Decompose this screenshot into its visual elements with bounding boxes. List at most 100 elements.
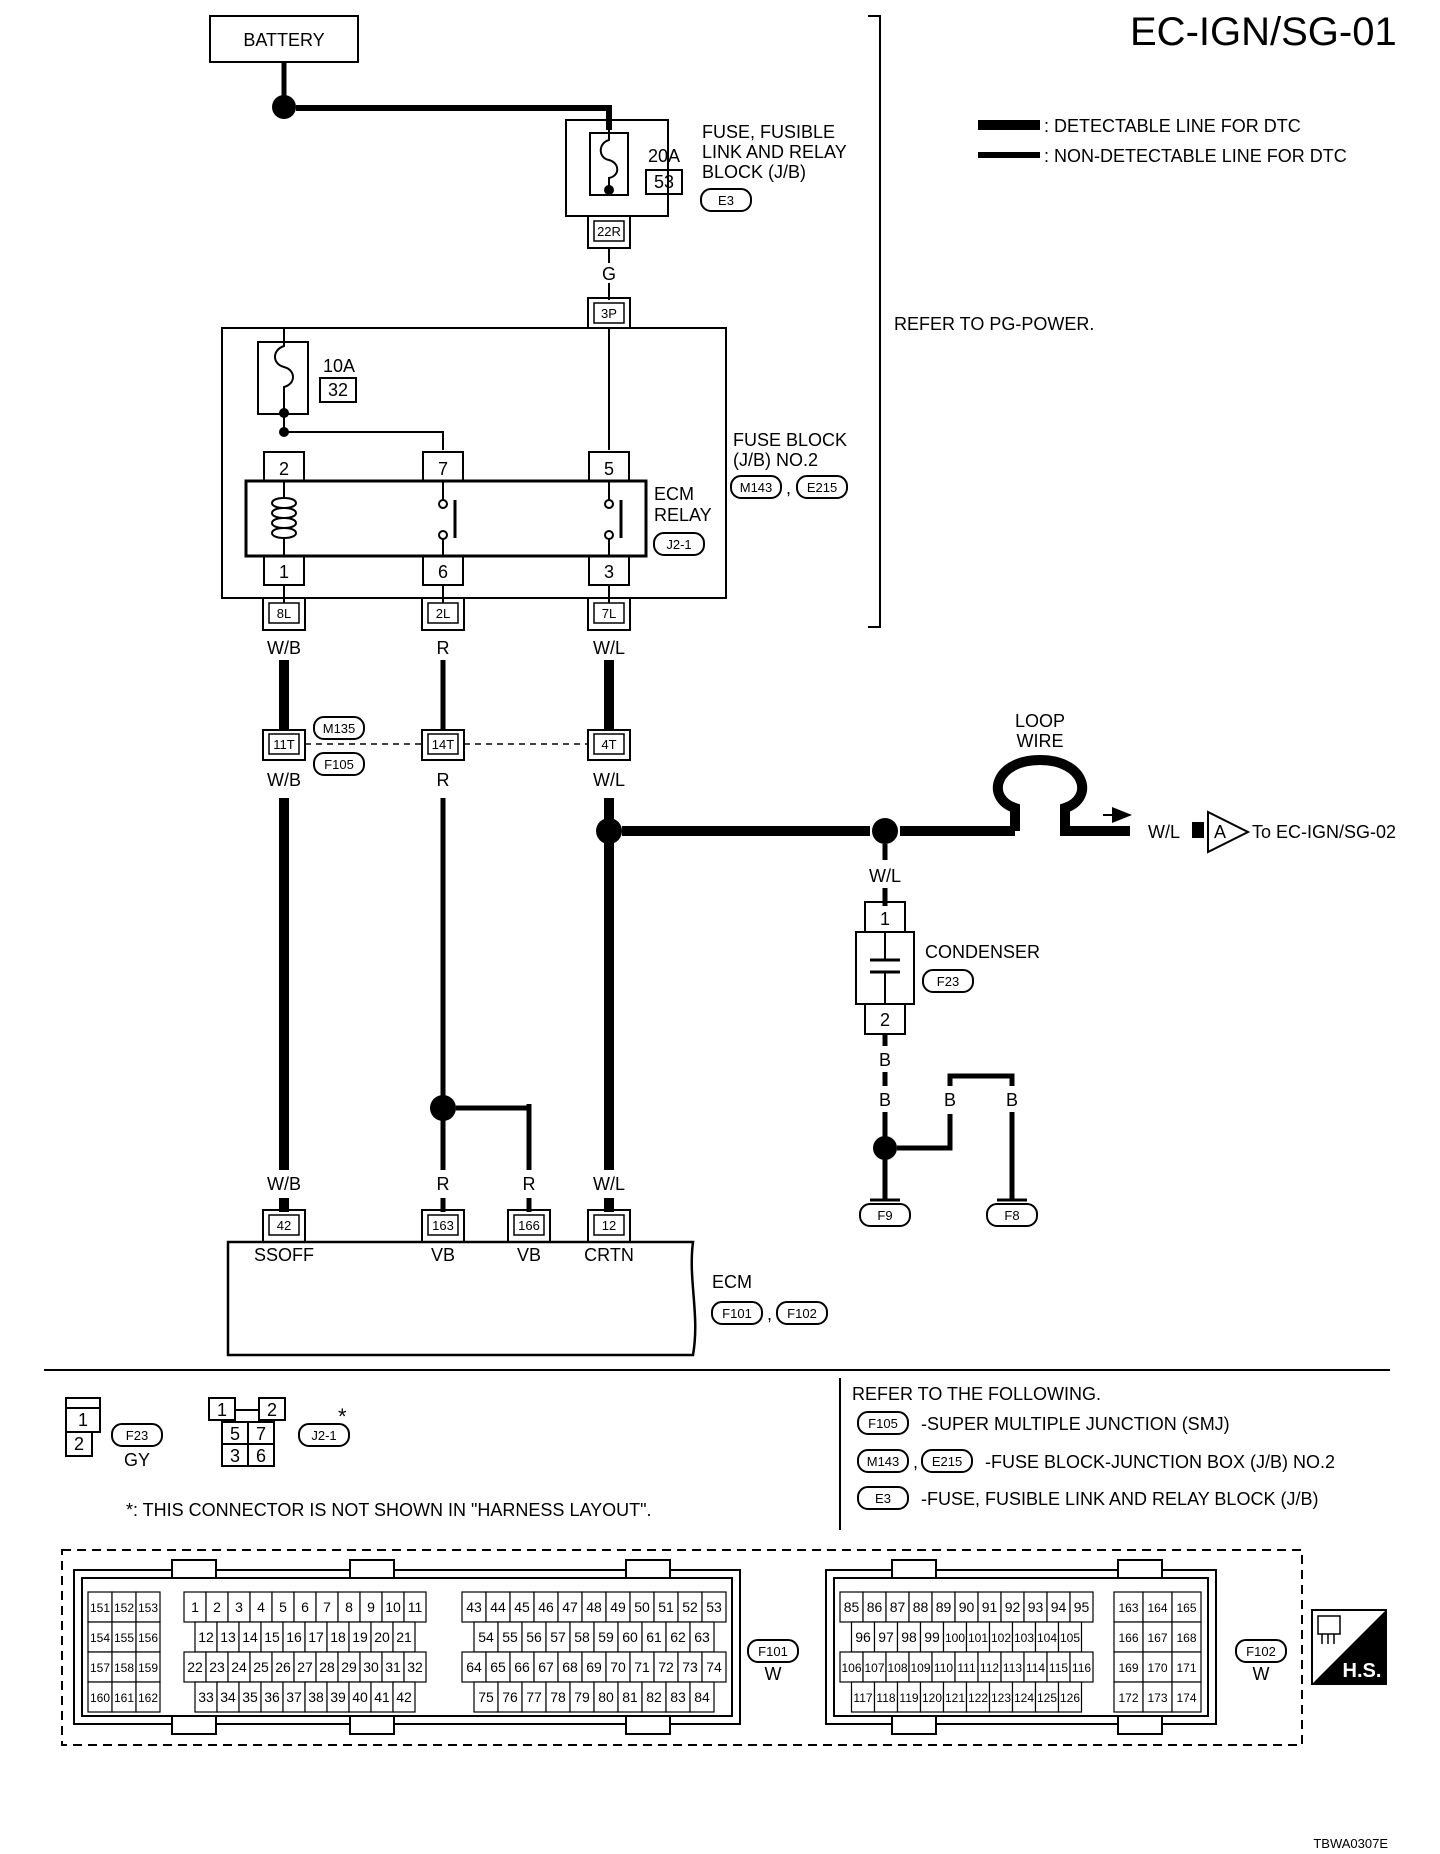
splice-vb (430, 1095, 456, 1121)
svg-text:F23: F23 (126, 1428, 148, 1443)
splice-ground (873, 1136, 897, 1160)
f101-pin-cell (135, 1681, 161, 1713)
fuse-link-block: 20A 53 FUSE, FUSIBLE LINK AND RELAY BLOC… (565, 119, 847, 249)
figure-code: TBWA0307E (1313, 1836, 1388, 1851)
f101-pin-cell (665, 1681, 691, 1713)
svg-text:2: 2 (74, 1434, 84, 1454)
ecm-connectors-frame (61, 1549, 1303, 1746)
f101-pin-cell (461, 1651, 487, 1683)
f101-pin-label: 84 (694, 1689, 710, 1705)
svg-text:RELAY: RELAY (654, 505, 712, 525)
f101-pin-label: 160 (90, 1691, 110, 1705)
f101-pin-label: 79 (574, 1689, 590, 1705)
f101-pin-label: 161 (114, 1691, 134, 1705)
svg-text:166: 166 (518, 1218, 540, 1233)
f102-pin-label: 120 (922, 1691, 942, 1705)
ground-f8: F8 (986, 1198, 1038, 1227)
svg-text:,: , (786, 478, 791, 498)
svg-text:F101: F101 (722, 1306, 752, 1321)
f101-pin-label: 16 (286, 1629, 302, 1645)
f101-pin-cell (629, 1591, 655, 1623)
f101-pin-label: 83 (670, 1689, 686, 1705)
f102-pin-cell (1171, 1681, 1202, 1713)
f101-pin-cell (545, 1681, 571, 1713)
f101-pin-label: 29 (341, 1659, 357, 1675)
f101-pin-label: 43 (466, 1599, 482, 1615)
f101-pin-cell (641, 1621, 667, 1653)
f102-pin-label: 163 (1118, 1601, 1138, 1615)
svg-text:H.S.: H.S. (1343, 1660, 1382, 1682)
svg-text:A: A (1214, 822, 1226, 842)
svg-text:J2-1: J2-1 (311, 1428, 336, 1443)
f102-pin-label: 118 (876, 1691, 895, 1705)
svg-text:E215: E215 (932, 1454, 962, 1469)
svg-text:7L: 7L (602, 606, 616, 621)
f101-pin-label: 63 (694, 1629, 710, 1645)
svg-text:BATTERY: BATTERY (243, 30, 324, 50)
f101-pin-cell (497, 1681, 523, 1713)
ecm-relay: 2 7 5 1 6 3 ECM RELAY J2-1 (244, 451, 712, 586)
svg-text:E3: E3 (718, 193, 734, 208)
f102-pin-label: 93 (1028, 1599, 1044, 1615)
svg-text:163: 163 (432, 1218, 454, 1233)
svg-text:F105: F105 (324, 757, 354, 772)
f102-pin-label: 116 (1072, 1661, 1091, 1675)
wire-label-wb-2: W/B (267, 770, 301, 790)
svg-text:W/L: W/L (1148, 822, 1180, 842)
f101-pin-label: 65 (490, 1659, 506, 1675)
legend-detectable: : DETECTABLE LINE FOR DTC (1044, 116, 1301, 136)
f101-pin-label: 13 (220, 1629, 236, 1645)
f102-pin-cell (1113, 1621, 1144, 1653)
f102-pin-label: 173 (1147, 1691, 1167, 1705)
f101-pin-label: 41 (374, 1689, 390, 1705)
f101-pin-label: 39 (330, 1689, 346, 1705)
f101-pin-label: 22 (187, 1659, 203, 1675)
svg-text:FUSE, FUSIBLE: FUSE, FUSIBLE (702, 122, 835, 142)
f101-pin-label: 159 (138, 1661, 158, 1675)
f101-pin-label: 49 (610, 1599, 626, 1615)
f101-pin-label: 80 (598, 1689, 614, 1705)
f102-pin-label: 87 (890, 1599, 906, 1615)
f101-pin-cell (135, 1591, 161, 1623)
f101-pin-label: 70 (610, 1659, 626, 1675)
f101-pin-label: 81 (622, 1689, 638, 1705)
f101-pin-label: 48 (586, 1599, 602, 1615)
f101-pin-label: 19 (352, 1629, 368, 1645)
f102-pin-label: 172 (1118, 1691, 1138, 1705)
svg-text:1: 1 (217, 1400, 227, 1420)
f101-pin-label: 9 (367, 1599, 375, 1615)
f102-pin-label: 96 (855, 1629, 871, 1645)
f101-pin-label: 50 (634, 1599, 650, 1615)
f102-pin-label: 174 (1176, 1691, 1196, 1705)
connector-icon (1317, 1615, 1341, 1635)
f102-pin-label: 166 (1118, 1631, 1138, 1645)
svg-text:F9: F9 (877, 1208, 892, 1223)
f101-pin-label: 17 (308, 1629, 324, 1645)
f101-pin-label: 3 (235, 1599, 243, 1615)
f101-pin-label: 11 (408, 1599, 423, 1615)
svg-text:*: * (338, 1404, 347, 1429)
f101-pin-cell (111, 1681, 137, 1713)
f101-pin-label: 30 (363, 1659, 379, 1675)
f101-pin-label: 18 (330, 1629, 346, 1645)
f101-pin-label: 15 (264, 1629, 280, 1645)
f102-pin-label: 91 (982, 1599, 998, 1615)
svg-text:F101: F101 (758, 1644, 788, 1659)
f101-pin-label: 157 (90, 1661, 110, 1675)
svg-text:LINK AND RELAY: LINK AND RELAY (702, 142, 847, 162)
f101-pin-label: 42 (396, 1689, 412, 1705)
svg-text:2: 2 (267, 1400, 277, 1420)
f102-pin-cell (1142, 1651, 1173, 1683)
f101-pin-label: 10 (385, 1599, 401, 1615)
svg-text:E3: E3 (875, 1491, 891, 1506)
svg-text:CRTN: CRTN (584, 1245, 634, 1265)
svg-text:E215: E215 (807, 480, 837, 495)
f101-pin-label: 24 (231, 1659, 247, 1675)
svg-text:,: , (767, 1304, 772, 1324)
f102-pin-label: 97 (878, 1629, 894, 1645)
svg-text:REFER TO THE FOLLOWING.: REFER TO THE FOLLOWING. (852, 1384, 1101, 1404)
svg-text:7: 7 (256, 1424, 266, 1444)
f101-pin-label: 26 (275, 1659, 291, 1675)
wire-label-b-1: B (879, 1050, 891, 1070)
